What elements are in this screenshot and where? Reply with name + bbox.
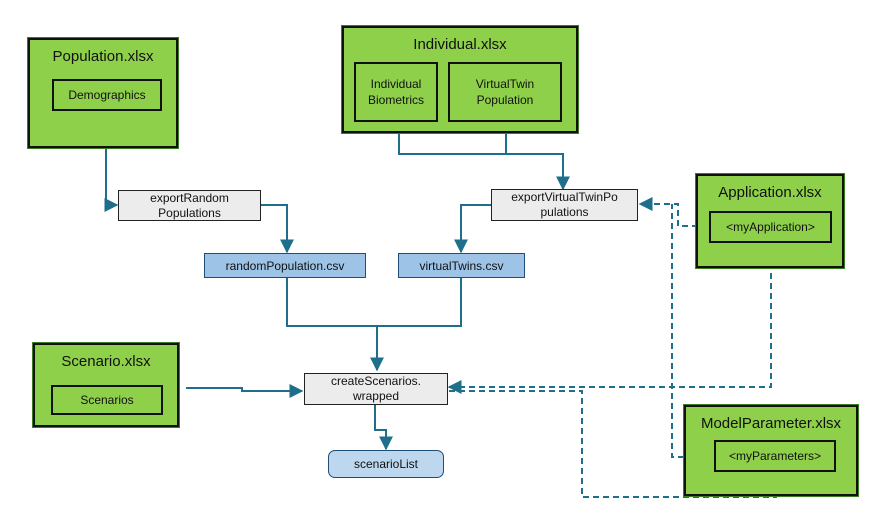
scenario-list-output: scenarioList	[328, 450, 444, 478]
export-virtual-twin-populations-function: exportVirtualTwinPo pulations	[491, 189, 638, 221]
model-parameter-workbook: ModelParameter.xlsx <myParameters>	[683, 404, 859, 497]
my-application-sheet: <myApplication>	[709, 211, 832, 243]
scenario-workbook: Scenario.xlsx Scenarios	[32, 342, 180, 428]
application-workbook-title: Application.xlsx	[718, 184, 822, 201]
scenario-workbook-title: Scenario.xlsx	[61, 353, 151, 370]
export-random-populations-function: exportRandom Populations	[118, 190, 261, 221]
individual-workbook-title: Individual.xlsx	[413, 36, 507, 53]
demographics-sheet: Demographics	[52, 79, 162, 111]
virtual-twins-csv: virtualTwins.csv	[398, 253, 525, 278]
population-workbook-title: Population.xlsx	[52, 48, 154, 65]
connector-random-csv-to-create-scenarios	[286, 278, 384, 372]
connector-virtualtwins-csv-to-create-scenarios	[377, 278, 462, 327]
individual-workbook: Individual.xlsx Individual Biometrics Vi…	[341, 25, 579, 134]
model-parameter-workbook-title: ModelParameter.xlsx	[700, 415, 842, 432]
create-scenarios-wrapped-function: createScenarios. wrapped	[304, 373, 448, 405]
connector-biometrics-to-export-virtual	[398, 121, 570, 191]
individual-biometrics-sheet: Individual Biometrics	[354, 62, 438, 122]
virtualtwin-population-sheet: VirtualTwin Population	[448, 62, 562, 122]
connector-export-random-to-random-csv	[261, 204, 294, 254]
my-parameters-sheet: <myParameters>	[714, 440, 836, 472]
population-workbook: Population.xlsx Demographics	[27, 37, 179, 149]
connector-export-virtual-to-virtualtwins-csv	[454, 204, 491, 254]
connector-application-to-export-virtual	[638, 197, 708, 227]
connector-create-scenarios-to-scenario-list	[374, 405, 393, 451]
random-population-csv: randomPopulation.csv	[204, 253, 366, 278]
connector-application-to-create-scenarios	[447, 243, 772, 394]
application-workbook: Application.xlsx <myApplication>	[695, 173, 845, 269]
scenarios-sheet: Scenarios	[51, 385, 163, 415]
connector-scenarios-to-create-scenarios	[186, 384, 304, 398]
